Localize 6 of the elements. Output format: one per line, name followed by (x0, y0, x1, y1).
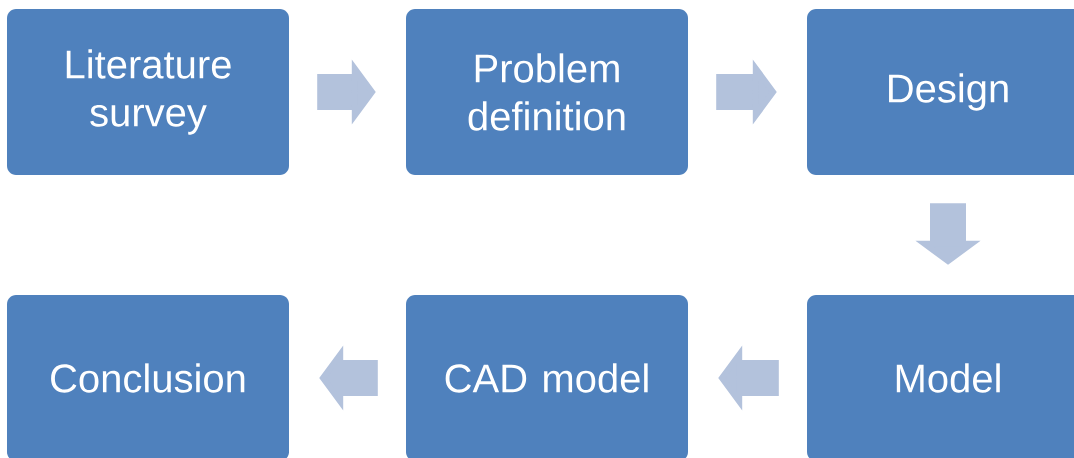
process-box: Literature survey (7, 9, 289, 175)
process-box: CAD model (406, 295, 688, 458)
process-box: Problem definition (406, 9, 688, 175)
process-box: Design (807, 9, 1074, 175)
process-box: Conclusion (7, 295, 289, 458)
process-box: Model (807, 295, 1074, 458)
